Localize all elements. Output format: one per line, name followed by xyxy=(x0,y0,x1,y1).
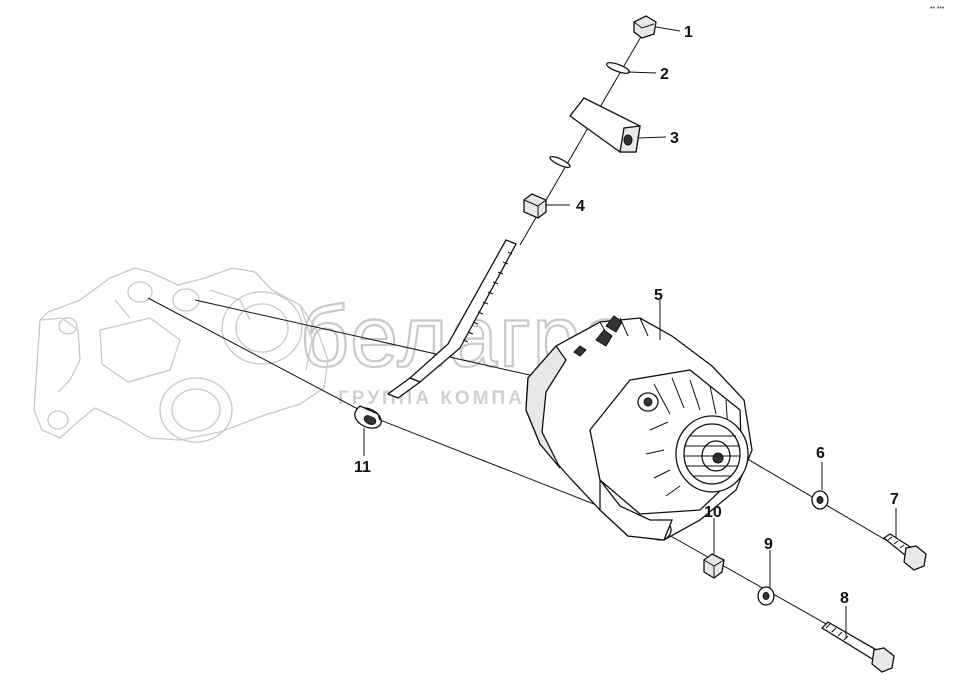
callout-2: 2 xyxy=(660,66,669,83)
part-3-bracket xyxy=(569,97,641,153)
callout-11: 11 xyxy=(354,459,371,476)
callout-6: 6 xyxy=(816,445,825,462)
part-10-bushing xyxy=(703,553,725,579)
callout-3: 3 xyxy=(670,130,679,147)
corner-mark: •• ••• xyxy=(930,5,945,12)
part-9-washer xyxy=(757,586,775,606)
callout-10: 10 xyxy=(704,504,722,521)
callout-8: 8 xyxy=(840,590,849,607)
part-5-alternator xyxy=(525,315,753,541)
part-1-nut xyxy=(633,15,657,39)
callout-7: 7 xyxy=(890,491,899,508)
callout-5: 5 xyxy=(654,287,663,304)
axis-line-upper-left xyxy=(147,297,376,419)
part-6-washer xyxy=(811,490,829,510)
callout-4: 4 xyxy=(576,198,585,215)
callout-leaders xyxy=(363,26,897,638)
part-8-bolt xyxy=(820,621,895,673)
part-11-bushing xyxy=(354,405,382,429)
tension-rod xyxy=(386,239,517,399)
engine-bracket-ghost xyxy=(33,267,329,443)
part-2-washer xyxy=(606,62,630,74)
part-4-spacer xyxy=(523,193,547,219)
callout-9: 9 xyxy=(764,536,773,553)
callout-1: 1 xyxy=(684,24,693,41)
part-washer-small xyxy=(549,155,571,169)
part-7-bolt xyxy=(882,533,927,571)
